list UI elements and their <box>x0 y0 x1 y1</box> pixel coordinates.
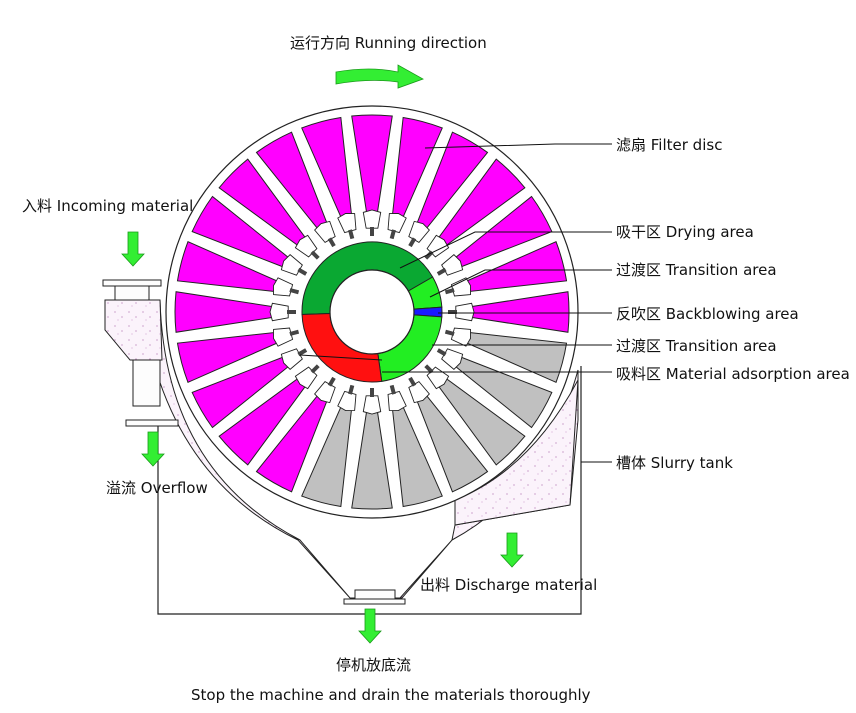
filter-sector <box>255 391 329 493</box>
discharge-filter-sector <box>451 355 553 429</box>
sector-pipe-stub <box>444 288 455 295</box>
drying-area-label: 吸干区 Drying area <box>616 223 754 241</box>
filter-sector <box>218 375 309 466</box>
sector-connector <box>441 348 464 370</box>
discharge-filter-sector <box>391 402 443 508</box>
sector-pipe-stub <box>310 364 320 374</box>
sector-connector <box>408 381 430 404</box>
filter-sector <box>435 158 526 249</box>
sector-connector <box>362 209 382 229</box>
disc-center-hole <box>329 269 415 355</box>
leader-lines <box>299 143 612 463</box>
sector-pipe-stub <box>408 237 417 248</box>
sector-pipe-stub <box>444 329 455 336</box>
sector-connector <box>337 390 357 411</box>
sector-connector <box>362 395 382 415</box>
stop-machine-en-label: Stop the machine and drain the materials… <box>191 686 591 704</box>
sector-connector <box>294 234 318 258</box>
filter-sector <box>191 195 293 269</box>
filter-sector <box>462 241 568 293</box>
transition-area-label-2: 过渡区 Transition area <box>616 337 777 355</box>
discharge-material-arrow-icon <box>500 532 524 568</box>
sector-connector <box>387 390 407 411</box>
discharge-filter-sector <box>435 375 526 466</box>
sector-pipe-stub <box>424 364 434 374</box>
running-direction-label: 运行方向 Running direction <box>290 34 487 52</box>
sector-connector <box>450 327 471 347</box>
sector-connector <box>387 213 407 234</box>
filter-sector <box>415 131 489 233</box>
adsorption-area-label: 吸料区 Material adsorption area <box>616 365 850 383</box>
filter-sector <box>174 291 277 333</box>
sector-connector <box>314 220 336 243</box>
discharge-filter-sector <box>351 407 393 510</box>
filter-sector <box>176 331 282 383</box>
sector-pipe-stub <box>389 229 396 240</box>
backblowing-area-label: 反吹区 Backblowing area <box>616 305 799 323</box>
sector-pipe-stub <box>348 384 355 395</box>
slurry-tank-label: 槽体 Slurry tank <box>616 454 733 472</box>
sector-pipe-stub <box>408 376 417 387</box>
drain-arrow-icon <box>358 608 382 644</box>
inlet-pipe <box>102 279 179 427</box>
sector-connector <box>273 277 294 297</box>
stop-machine-cn-label: 停机放底流 <box>336 656 411 674</box>
sector-pipe-stub <box>289 329 300 336</box>
sector-pipe-stub <box>436 267 447 276</box>
filter-sector <box>191 355 293 429</box>
incoming-material-label: 入料 Incoming material <box>22 197 193 215</box>
sector-pipe-stub <box>289 288 300 295</box>
incoming-material-arrow-icon <box>121 231 145 267</box>
sector-pipe-stub <box>436 348 447 357</box>
overflow-label: 溢流 Overflow <box>106 479 208 497</box>
sector-pipe-stub <box>348 229 355 240</box>
filter-sector <box>255 131 329 233</box>
sector-connector <box>280 348 303 370</box>
sector-connector <box>450 277 471 297</box>
sector-connector <box>337 213 357 234</box>
sector-pipe-stub <box>297 267 308 276</box>
sector-pipe-stub <box>327 376 336 387</box>
sector-connector <box>269 302 289 322</box>
discharge-material-label: 出料 Discharge material <box>420 576 597 594</box>
sector-pipe-stub <box>297 348 308 357</box>
filter-sector <box>351 114 393 217</box>
filter-sector <box>176 241 282 293</box>
running-direction-arrow-icon <box>335 64 424 89</box>
discharge-filter-sector <box>301 402 353 508</box>
bottom-drain-flange <box>343 589 406 605</box>
sector-connector <box>273 327 294 347</box>
transition-area-label-1: 过渡区 Transition area <box>616 261 777 279</box>
filter-sector <box>467 291 570 333</box>
sector-pipe-stub <box>310 250 320 260</box>
filter-sector <box>218 158 309 249</box>
overflow-arrow-icon <box>141 431 165 467</box>
filter-disc <box>165 105 579 519</box>
filter-disc-label: 滤扇 Filter disc <box>616 136 722 154</box>
sector-connector <box>408 220 430 243</box>
sector-connector <box>294 366 318 390</box>
filter-sector <box>301 116 353 222</box>
sector-pipe-stub <box>389 384 396 395</box>
sector-pipe-stub <box>327 237 336 248</box>
sector-connector <box>426 234 450 258</box>
sector-connector <box>455 302 475 322</box>
filter-sector <box>391 116 443 222</box>
discharge-filter-sector <box>415 391 489 493</box>
sector-connector <box>441 254 464 276</box>
sector-connector <box>314 381 336 404</box>
sector-connector <box>280 254 303 276</box>
